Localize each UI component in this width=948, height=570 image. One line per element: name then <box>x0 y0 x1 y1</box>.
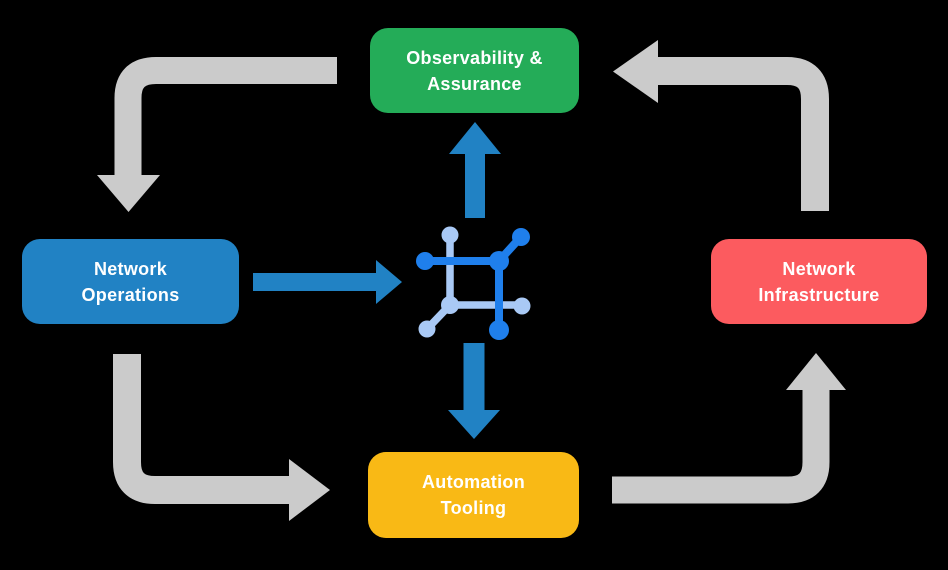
arrow-shaft <box>113 354 289 504</box>
node-observability-label: Observability & Assurance <box>406 47 543 94</box>
arrow-infrastructure-to-observability <box>613 40 829 211</box>
icon-node-top-right <box>512 228 530 246</box>
node-operations: Network Operations <box>22 239 239 324</box>
icon-corner-tr <box>489 251 509 271</box>
arrow-head <box>448 410 500 439</box>
icon-node-bottom <box>489 320 509 340</box>
node-observability: Observability & Assurance <box>370 28 579 113</box>
network-fabric-icon <box>416 226 531 340</box>
icon-node-bottom-left <box>418 320 436 338</box>
icon-corner-bl <box>441 296 459 314</box>
arrow-head <box>449 122 501 154</box>
arrow-observability-to-operations <box>97 57 337 212</box>
icon-node-left <box>416 252 434 270</box>
node-automation-label: Automation Tooling <box>422 472 525 518</box>
arrow-head <box>613 40 658 103</box>
arrow-head <box>289 459 330 521</box>
arrow-head <box>376 260 402 304</box>
arrow-shaft <box>114 57 337 176</box>
node-automation: Automation Tooling <box>368 452 579 538</box>
arrow-operations-to-automation <box>113 354 330 521</box>
icon-node-top <box>441 226 459 244</box>
arrow-center-to-observability <box>449 122 501 218</box>
node-infrastructure-label: Network Infrastructure <box>758 258 880 305</box>
icon-node-right <box>513 297 531 315</box>
node-infrastructure: Network Infrastructure <box>711 239 927 324</box>
arrow-automation-to-infrastructure <box>612 353 846 504</box>
arrow-head <box>786 353 846 390</box>
arrow-head <box>97 175 160 212</box>
arrow-shaft <box>658 57 829 211</box>
arrow-center-to-automation <box>448 343 500 439</box>
node-operations-label: Network Operations <box>81 258 180 305</box>
arrow-operations-to-center <box>253 260 402 304</box>
arrow-shaft <box>612 390 830 504</box>
